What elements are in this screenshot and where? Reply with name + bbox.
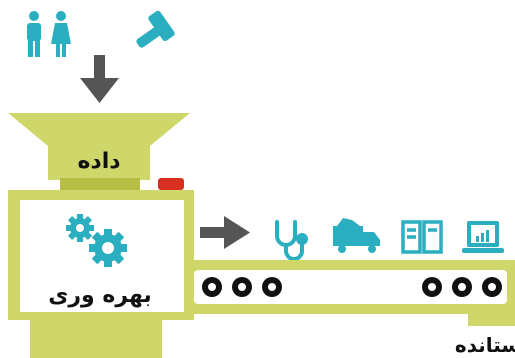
laptop-icon <box>462 221 504 253</box>
conveyor-belt <box>186 260 515 314</box>
input-arrow <box>80 55 119 103</box>
people-icon <box>27 11 71 57</box>
machine-body <box>8 190 194 358</box>
truck-icon <box>333 218 380 253</box>
output-label: ستانده <box>455 333 515 357</box>
hammer-icon <box>128 10 176 56</box>
red-button <box>158 178 184 190</box>
output-chute <box>468 314 515 326</box>
stethoscope-icon <box>277 222 306 259</box>
output-arrow <box>200 216 250 249</box>
book-icon <box>403 222 441 252</box>
process-label: بهره وری <box>48 283 152 308</box>
input-label: داده <box>77 149 120 174</box>
